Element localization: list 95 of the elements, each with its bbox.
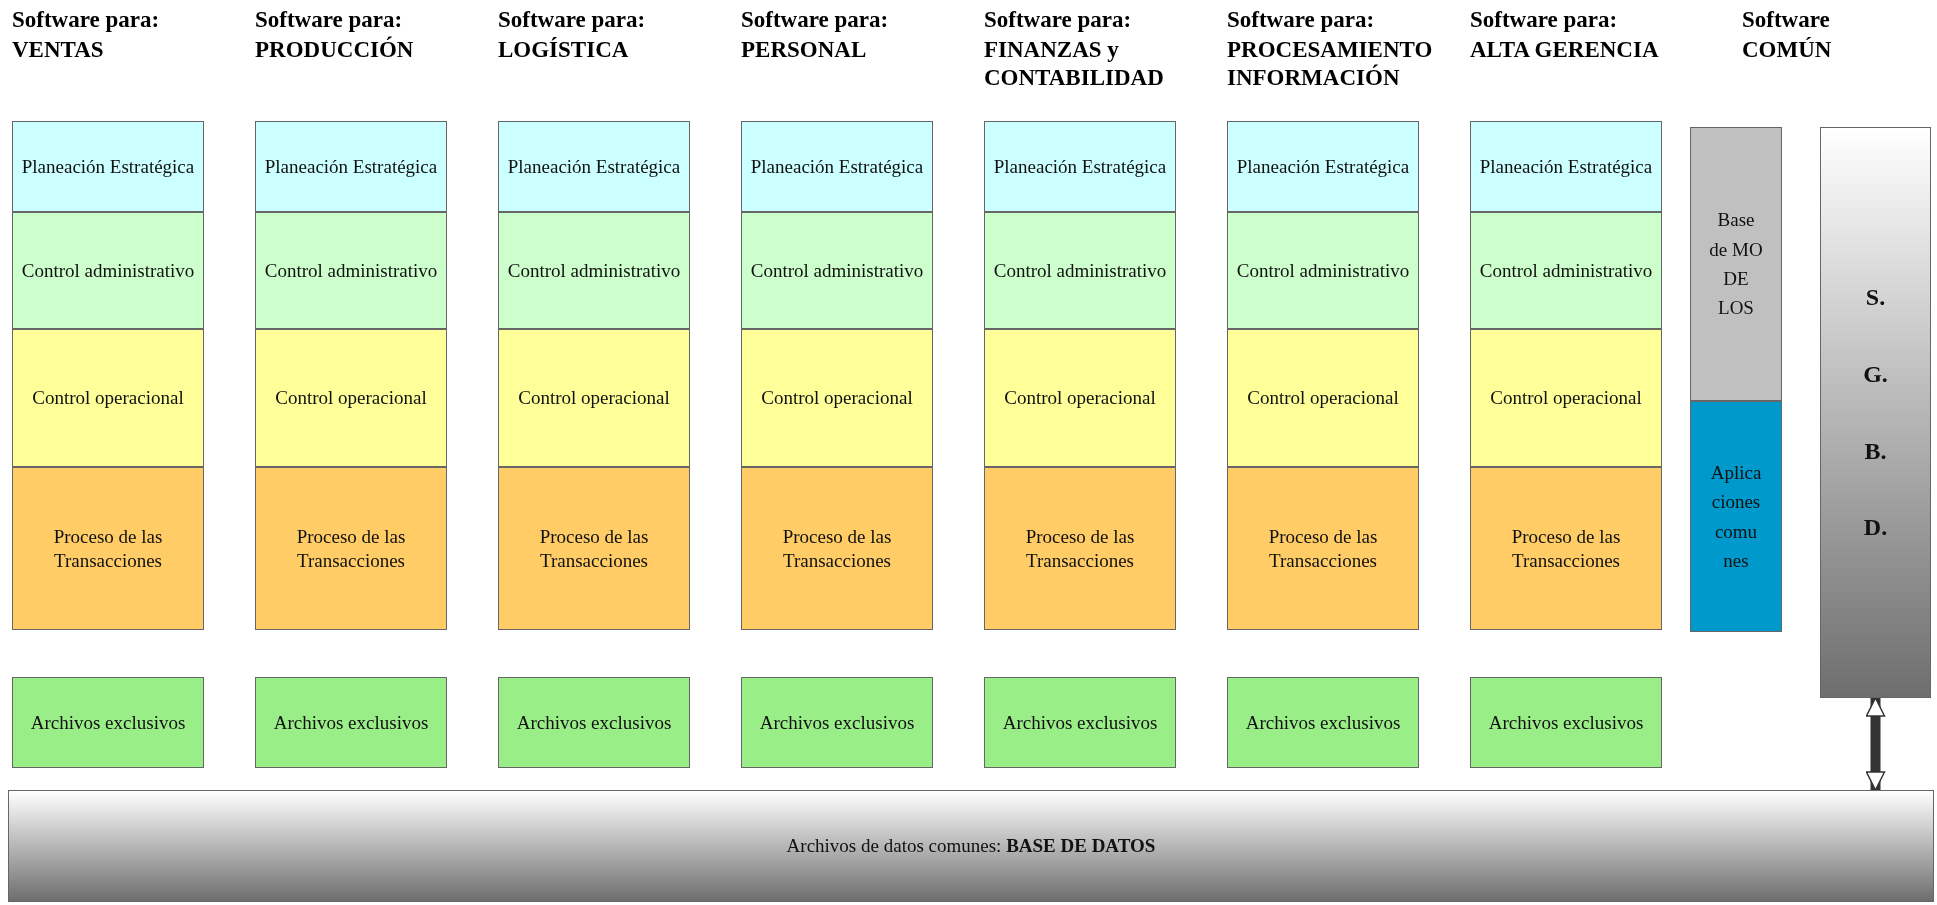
operational-control-box: [12, 329, 204, 467]
column-heading: Software para:: [741, 6, 890, 34]
box-label: Archivos de datos comunes: BASE DE DATOS: [786, 834, 1156, 858]
box-label: Planeación Estratégica: [750, 154, 924, 179]
column-heading: Software para:: [498, 6, 647, 34]
column-title: LOGÍSTICA: [498, 36, 630, 64]
box-label: Control operacional: [1490, 386, 1642, 410]
file-box: [255, 677, 447, 768]
box-label: Proceso de las Transacciones: [538, 524, 650, 573]
column-heading: Software para:: [1227, 6, 1376, 34]
file-box: [12, 677, 204, 768]
operational-control-box: [1470, 329, 1662, 467]
box-label: Aplica ciones comu nes: [1709, 460, 1763, 573]
planning-box: [741, 121, 933, 212]
column-title: PERSONAL: [741, 36, 868, 64]
box-label: Control operacional: [518, 386, 670, 410]
applications-box: [1690, 401, 1782, 632]
box-label: Planeación Estratégica: [1479, 154, 1653, 179]
file-box: [498, 677, 690, 768]
column-title: PROCESAMIENTO INFORMACIÓN: [1227, 36, 1434, 92]
admin-control-box: [984, 212, 1176, 329]
admin-control-box: [12, 212, 204, 329]
file-box: [1470, 677, 1662, 768]
box-label: Archivos exclusivos: [1488, 710, 1644, 735]
box-label: Proceso de las Transacciones: [1024, 524, 1136, 573]
models-box: [1690, 127, 1782, 401]
box-label: Control administrativo: [1479, 258, 1653, 283]
box-label: Planeación Estratégica: [1236, 154, 1410, 179]
box-label: Planeación Estratégica: [507, 154, 681, 179]
box-label: Control operacional: [761, 386, 913, 410]
admin-control-box: [498, 212, 690, 329]
admin-control-box: [741, 212, 933, 329]
box-label: Archivos exclusivos: [1002, 710, 1158, 735]
transaction-box: [984, 467, 1176, 630]
box-label: Control administrativo: [264, 258, 438, 283]
planning-box: [1470, 121, 1662, 212]
box-label: Control operacional: [275, 386, 427, 410]
box-label: Control operacional: [1247, 386, 1399, 410]
admin-control-box: [255, 212, 447, 329]
column-heading: Software para:: [984, 6, 1133, 34]
planning-box: [12, 121, 204, 212]
box-label: Proceso de las Transacciones: [781, 524, 893, 573]
box-label: Archivos exclusivos: [759, 710, 915, 735]
operational-control-box: [984, 329, 1176, 467]
planning-box: [984, 121, 1176, 212]
database-box: [8, 790, 1934, 902]
box-label: Control operacional: [32, 386, 184, 410]
box-label: Control administrativo: [507, 258, 681, 283]
transaction-box: [255, 467, 447, 630]
operational-control-box: [255, 329, 447, 467]
box-label: Base de MO DE LOS: [1708, 208, 1764, 321]
operational-control-box: [741, 329, 933, 467]
box-label: Planeación Estratégica: [264, 154, 438, 179]
box-label: Proceso de las Transacciones: [52, 524, 164, 573]
column-title: PRODUCCIÓN: [255, 36, 415, 64]
column-title: ALTA GERENCIA: [1470, 36, 1660, 64]
column-heading: Software para:: [1470, 6, 1619, 34]
transaction-box: [741, 467, 933, 630]
box-label: Control operacional: [1004, 386, 1156, 410]
box-label: Control administrativo: [750, 258, 924, 283]
file-box: [984, 677, 1176, 768]
transaction-box: [1227, 467, 1419, 630]
box-label: Archivos exclusivos: [1245, 710, 1401, 735]
box-label: Archivos exclusivos: [273, 710, 429, 735]
box-label: Proceso de las Transacciones: [1267, 524, 1379, 573]
planning-box: [1227, 121, 1419, 212]
transaction-box: [1470, 467, 1662, 630]
box-label: Proceso de las Transacciones: [295, 524, 407, 573]
planning-box: [255, 121, 447, 212]
operational-control-box: [498, 329, 690, 467]
admin-control-box: [1227, 212, 1419, 329]
column-title: VENTAS: [12, 36, 105, 64]
box-label: Control administrativo: [21, 258, 195, 283]
double-arrow: [1865, 697, 1886, 791]
box-label: S. G. B. D.: [1862, 282, 1889, 543]
box-label: Control administrativo: [1236, 258, 1410, 283]
column-heading: Software para:: [12, 6, 161, 34]
operational-control-box: [1227, 329, 1419, 467]
file-box: [1227, 677, 1419, 768]
box-label: Control administrativo: [993, 258, 1167, 283]
transaction-box: [12, 467, 204, 630]
admin-control-box: [1470, 212, 1662, 329]
dbms-box: [1820, 127, 1931, 698]
column-heading: Software para:: [255, 6, 404, 34]
column-title: COMÚN: [1742, 36, 1833, 64]
column-heading: Software: [1742, 6, 1831, 34]
box-label: Planeación Estratégica: [21, 154, 195, 179]
box-label: Proceso de las Transacciones: [1510, 524, 1622, 573]
file-box: [741, 677, 933, 768]
box-label: Archivos exclusivos: [516, 710, 672, 735]
planning-box: [498, 121, 690, 212]
column-title: FINANZAS y CONTABILIDAD: [984, 36, 1165, 92]
box-label: Archivos exclusivos: [30, 710, 186, 735]
box-label: Planeación Estratégica: [993, 154, 1167, 179]
transaction-box: [498, 467, 690, 630]
